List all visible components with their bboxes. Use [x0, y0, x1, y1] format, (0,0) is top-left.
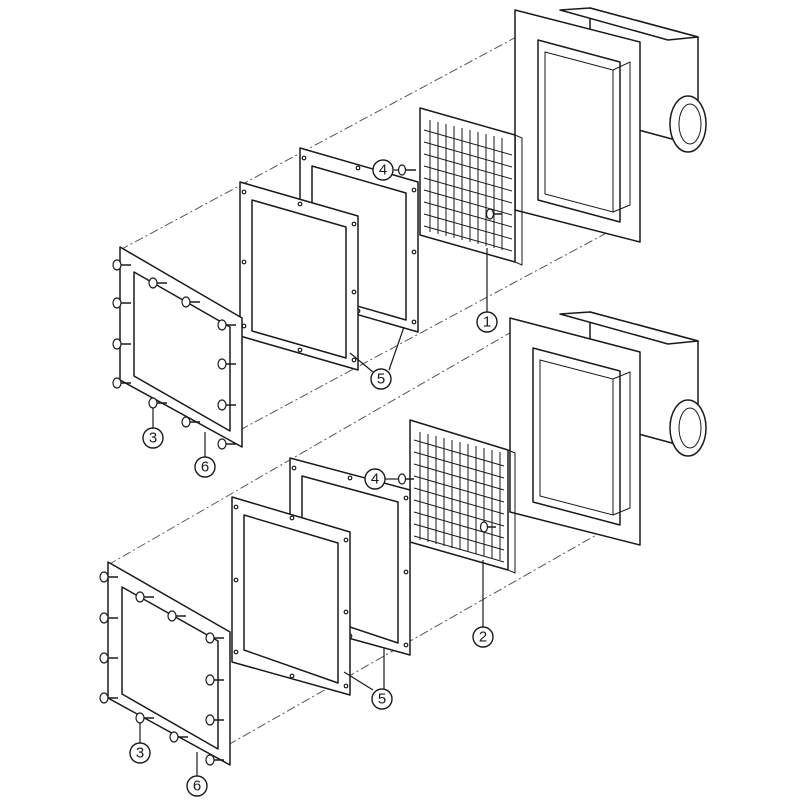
- bottom-grille-screws: [397, 473, 496, 533]
- screw-icon: [397, 164, 416, 176]
- bottom-assembly: 2 4 5 3 6: [99, 311, 707, 797]
- top-gasket-front: [239, 181, 359, 371]
- screw-icon: [181, 296, 200, 308]
- callout-top-screw-frame-label: 3: [149, 430, 157, 447]
- screw-icon: [112, 297, 131, 309]
- callout-bottom-gasket: 5: [343, 648, 393, 710]
- callout-top-gasket: 5: [349, 326, 405, 390]
- screw-icon: [148, 277, 167, 289]
- bottom-alignment-lines: [107, 329, 641, 746]
- bottom-frame-screws: [99, 571, 224, 766]
- bottom-grille: [409, 419, 516, 574]
- screw-icon: [99, 612, 118, 624]
- screw-icon: [485, 208, 502, 220]
- top-grille-screws: [397, 164, 502, 220]
- callout-top-frame-label: 6: [201, 459, 209, 476]
- callout-top-grille: 1: [476, 248, 498, 333]
- callout-bottom-grille: 2: [472, 560, 494, 648]
- callout-bottom-grille-screw-label: 4: [371, 471, 379, 488]
- screw-icon: [217, 438, 236, 450]
- screw-icon: [205, 632, 224, 644]
- callout-bottom-frame: 6: [186, 752, 208, 797]
- top-frame: [119, 246, 243, 448]
- top-grille: [419, 107, 523, 266]
- screw-icon: [99, 571, 118, 583]
- screw-icon: [112, 338, 131, 350]
- bottom-skimmer-body: [509, 311, 707, 546]
- screw-icon: [397, 473, 414, 485]
- top-skimmer-body: [514, 7, 707, 243]
- callout-top-grille-label: 1: [483, 314, 491, 331]
- callout-top-grille-screw-label: 4: [379, 162, 387, 179]
- callout-bottom-grille-screw: 4: [364, 468, 398, 490]
- screw-icon: [169, 731, 188, 743]
- screw-icon: [112, 377, 131, 389]
- screw-icon: [217, 358, 236, 370]
- bottom-frame: [107, 561, 231, 766]
- screw-icon: [217, 399, 236, 411]
- screw-icon: [217, 319, 236, 331]
- screw-icon: [205, 674, 224, 686]
- screw-icon: [167, 610, 186, 622]
- callout-bottom-screw-frame-label: 3: [136, 745, 144, 762]
- callout-bottom-grille-label: 2: [479, 629, 487, 646]
- screw-icon: [112, 259, 131, 271]
- screw-icon: [479, 521, 496, 533]
- screw-icon: [135, 591, 154, 603]
- callout-top-gasket-label: 5: [377, 371, 385, 388]
- screw-icon: [205, 754, 224, 766]
- screw-icon: [135, 712, 154, 724]
- callout-bottom-frame-label: 6: [193, 778, 201, 795]
- screw-icon: [181, 416, 200, 428]
- screw-icon: [205, 714, 224, 726]
- callout-top-grille-screw: 4: [372, 159, 398, 181]
- callout-bottom-screw-frame: 3: [129, 723, 151, 764]
- top-alignment-lines: [119, 34, 641, 431]
- bottom-gasket-front: [231, 496, 351, 696]
- screw-icon: [99, 652, 118, 664]
- screw-icon: [99, 692, 118, 704]
- top-assembly: 1 4 5 3 6: [112, 7, 707, 478]
- callout-top-screw-frame: 3: [142, 408, 164, 449]
- callout-top-frame: 6: [194, 432, 216, 478]
- top-frame-screws: [112, 259, 236, 450]
- callout-bottom-gasket-label: 5: [378, 691, 386, 708]
